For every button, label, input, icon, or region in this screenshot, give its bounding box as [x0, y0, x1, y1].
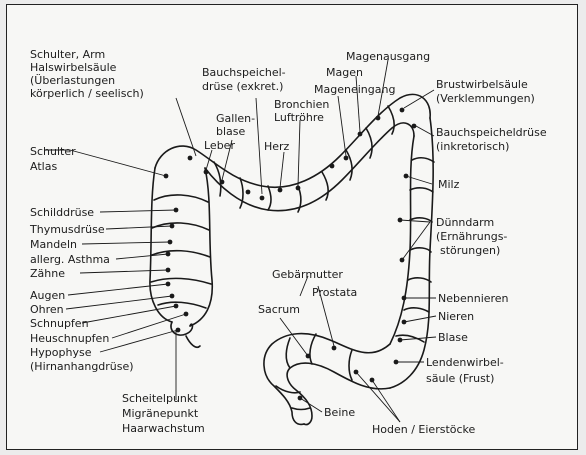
label-migraenepunkt: Migränepunkt — [122, 407, 199, 420]
label-verklemmungen: (Verklemmungen) — [436, 92, 535, 105]
label-leber: Leber — [204, 139, 235, 152]
label-gallen: Gallen- — [216, 112, 256, 125]
label-ueberlastungen: (Überlastungen — [30, 74, 116, 87]
label-nieren: Nieren — [438, 310, 475, 323]
label-saeule-frust: säule (Frust) — [426, 372, 495, 385]
label-milz: Milz — [438, 178, 460, 191]
label-haarwachstum: Haarwachstum — [122, 422, 205, 435]
label-brustwirbelsaeule: Brustwirbelsäule — [436, 78, 528, 91]
label-lendenwirbel: Lendenwirbel- — [426, 356, 504, 369]
sigmoid-colon — [263, 332, 391, 426]
label-atlas: Atlas — [30, 160, 58, 173]
label-druese-exkret: drüse (exkret.) — [202, 80, 284, 93]
label-gebaermutter: Gebärmutter — [272, 268, 343, 281]
label-hoden-eierstoecke: Hoden / Eierstöcke — [372, 423, 476, 436]
label-ernaehrungs: (Ernährungs- — [436, 230, 508, 243]
label-schilddruese: Schilddrüse — [30, 206, 95, 219]
label-hypophyse: Hypophyse — [30, 346, 92, 359]
label-nebennieren: Nebennieren — [438, 292, 509, 305]
label-bronchien: Bronchien — [274, 98, 330, 111]
label-zaehne: Zähne — [30, 267, 65, 280]
label-blase-galle: blase — [216, 125, 246, 138]
label-blase: Blase — [438, 331, 468, 344]
label-mageneingang: Mageneingang — [314, 83, 396, 96]
transverse-colon — [154, 93, 431, 213]
label-bauchspeicheldruese: Bauchspeicheldrüse — [436, 126, 547, 139]
label-bauchspeichel: Bauchspeichel- — [202, 66, 286, 79]
label-ohren: Ohren — [30, 303, 64, 316]
label-mandeln: Mandeln — [30, 238, 77, 251]
label-luftroehre: Luftröhre — [274, 111, 324, 124]
label-thymusdruese: Thymusdrüse — [30, 223, 105, 236]
ascending-colon — [149, 167, 214, 349]
label-schnupfen: Schnupfen — [30, 317, 89, 330]
label-halswirbelsaeule: Halswirbelsäule — [30, 61, 117, 74]
label-schulter: Schulter — [30, 145, 76, 158]
label-schulter-arm: Schulter, Arm — [30, 48, 106, 61]
label-prostata: Prostata — [312, 286, 358, 299]
label-herz: Herz — [264, 140, 290, 153]
label-scheitelpunkt: Scheitelpunkt — [122, 392, 198, 405]
label-koerperlich-seelisch: körperlich / seelisch) — [30, 87, 144, 100]
leader-lines — [44, 59, 437, 423]
descending-colon — [389, 117, 435, 389]
label-hirnanhangdruese: (Hirnanhangdrüse) — [30, 360, 134, 373]
label-inkretorisch: (inkretorisch) — [436, 140, 510, 153]
label-magen: Magen — [326, 66, 363, 79]
label-augen: Augen — [30, 289, 66, 302]
label-heuschnupfen: Heuschnupfen — [30, 332, 110, 345]
label-stoerungen: störungen) — [440, 244, 501, 257]
label-beine: Beine — [324, 406, 356, 419]
label-duenndarm: Dünndarm — [436, 216, 495, 229]
label-magenausgang: Magenausgang — [346, 50, 431, 63]
label-sacrum: Sacrum — [258, 303, 300, 316]
label-allerg-asthma: allerg. Asthma — [30, 253, 110, 266]
diagram-frame — [6, 4, 578, 450]
